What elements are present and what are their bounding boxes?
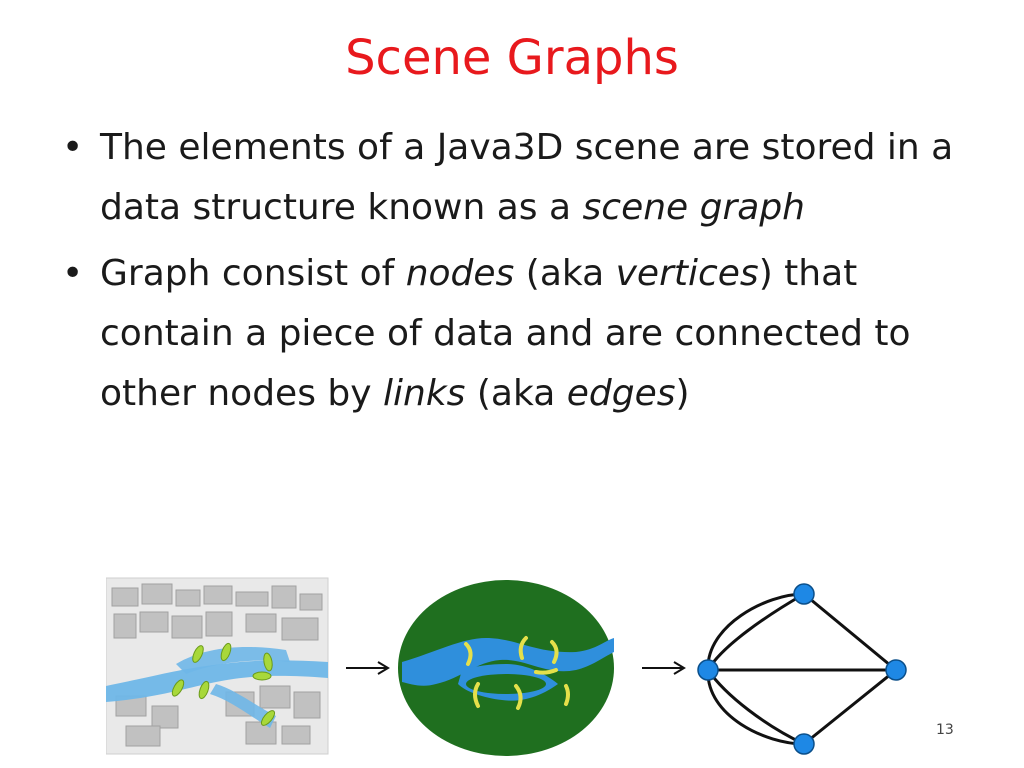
- konigsberg-illustration: [106, 577, 907, 756]
- bullet-text: Graph consist of: [100, 253, 406, 294]
- arrow-right-icon: [346, 661, 390, 675]
- bullet-marker: •: [62, 127, 84, 168]
- graph-node: [697, 659, 719, 681]
- graph-node: [793, 583, 815, 605]
- graph-edge: [706, 669, 805, 746]
- bullet-text: (aka: [514, 253, 616, 294]
- bullet-text: ): [675, 373, 690, 414]
- bullet-text: (aka: [465, 373, 567, 414]
- bullet-text: The elements of a Java3D scene are store…: [100, 127, 954, 228]
- graph-diagram: [697, 583, 907, 755]
- bullet-italic-term: scene graph: [582, 187, 806, 228]
- graph-edge: [803, 592, 897, 672]
- city-map-image: [106, 577, 329, 755]
- bullet-italic-term: nodes: [405, 253, 515, 294]
- bullet-item-2: • Graph consist of nodes (aka vertices) …: [62, 244, 982, 424]
- island-diagram-image: [398, 580, 614, 756]
- bullet-text: ) that contain a piece of data and are c…: [100, 253, 911, 414]
- page-number: 13: [936, 722, 954, 738]
- graph-node: [793, 733, 815, 755]
- graph-edge: [803, 668, 897, 746]
- bullet-italic-term: edges: [566, 373, 676, 414]
- bullet-item-1: • The elements of a Java3D scene are sto…: [62, 118, 982, 238]
- bullet-italic-term: vertices: [615, 253, 759, 294]
- arrow-right-icon: [642, 661, 686, 675]
- bullet-list: • The elements of a Java3D scene are sto…: [62, 118, 982, 430]
- slide-title: Scene Graphs: [345, 30, 679, 86]
- graph-edge: [706, 669, 805, 746]
- bullet-marker: •: [62, 253, 84, 294]
- konigsberg-figure: [106, 566, 926, 760]
- graph-node: [885, 659, 907, 681]
- graph-edge: [706, 592, 805, 671]
- bullet-italic-term: links: [383, 373, 466, 414]
